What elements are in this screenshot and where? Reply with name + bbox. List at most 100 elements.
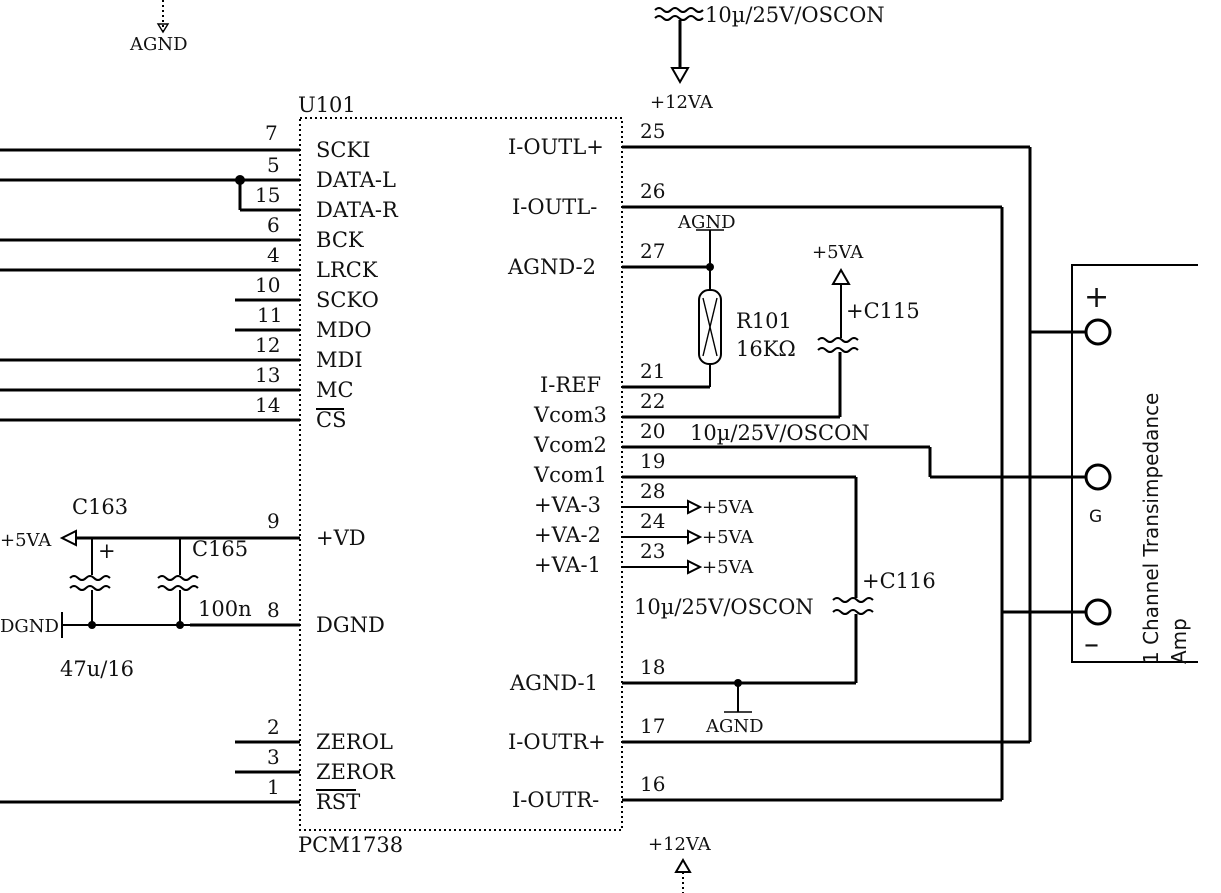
pin-num-20: 20 bbox=[640, 419, 665, 443]
c165-ref: C165 bbox=[192, 537, 248, 561]
pin-num-24: 24 bbox=[640, 509, 665, 533]
pin-name-agnd-2: AGND-2 bbox=[507, 255, 596, 279]
pin-num-2: 2 bbox=[267, 715, 280, 739]
pin-name-ioutl-minus: I-OUTL- bbox=[512, 195, 597, 219]
pin-num-19: 19 bbox=[640, 449, 665, 473]
pin-num-28: 28 bbox=[640, 479, 665, 503]
r101-value: 16KΩ bbox=[736, 337, 796, 361]
pin-name-agnd-1: AGND-1 bbox=[509, 671, 598, 695]
ic-ref: U101 bbox=[298, 93, 356, 117]
pin-name-vcom2: Vcom2 bbox=[533, 433, 607, 457]
pin-name-ioutl-plus: I-OUTL+ bbox=[508, 135, 604, 159]
pin-num-7: 7 bbox=[265, 121, 278, 145]
pin-num-12: 12 bbox=[255, 333, 280, 357]
pin-num-4: 4 bbox=[267, 243, 280, 267]
left-decoupling: +5VA C163 + C165 100n DGND 47u/16 bbox=[0, 495, 252, 681]
pin-num-10: 10 bbox=[255, 273, 280, 297]
pin-num-13: 13 bbox=[255, 363, 280, 387]
pin-num-18: 18 bbox=[640, 655, 665, 679]
c163-value: 47u/16 bbox=[60, 657, 134, 681]
right-pins: 25 I-OUTL+ 26 I-OUTL- 27 AGND-2 21 I-REF… bbox=[507, 119, 665, 812]
pin-name-scki: SCKI bbox=[316, 138, 370, 162]
pin-name-zeror: ZEROR bbox=[316, 760, 396, 784]
va-supply-3: +5VA bbox=[702, 557, 754, 578]
pin-name-data-l: DATA-L bbox=[316, 168, 396, 192]
pin-num-11: 11 bbox=[257, 303, 282, 327]
ic-body bbox=[299, 117, 623, 831]
left-gnd-label: DGND bbox=[0, 616, 59, 637]
capacitor-c116: +C116 10µ/25V/OSCON bbox=[634, 477, 936, 683]
pin-num-22: 22 bbox=[640, 389, 665, 413]
pin-num-8: 8 bbox=[267, 598, 280, 622]
capacitor-c115: +5VA +C115 bbox=[812, 242, 920, 417]
amp-g-terminal bbox=[1084, 463, 1112, 491]
top-capacitor: 10µ/25V/OSCON +12VA bbox=[650, 3, 885, 113]
bottom-supply: +12VA bbox=[648, 834, 712, 893]
amp-label-line1: 1 Channel Transimpedance bbox=[1139, 393, 1163, 664]
pin-num-15: 15 bbox=[255, 183, 280, 207]
c116-value: 10µ/25V/OSCON bbox=[634, 595, 814, 619]
top-cap-label: 10µ/25V/OSCON bbox=[705, 3, 885, 27]
va-supply-2: +5VA bbox=[702, 527, 754, 548]
top-supply-label: +12VA bbox=[650, 92, 714, 113]
pin-name-vd: +VD bbox=[316, 526, 366, 550]
vcom2-cap-label: 10µ/25V/OSCON bbox=[690, 421, 870, 445]
pin-num-6: 6 bbox=[267, 213, 280, 237]
amp-minus-terminal bbox=[1084, 598, 1112, 626]
pin-name-ioutr-minus: I-OUTR- bbox=[512, 788, 599, 812]
pin-num-25: 25 bbox=[640, 119, 665, 143]
pin-num-26: 26 bbox=[640, 179, 665, 203]
pin-name-lrck: LRCK bbox=[316, 258, 378, 282]
c115-supply: +5VA bbox=[812, 242, 864, 263]
c165-value: 100n bbox=[198, 597, 252, 621]
amp-plus-sign: + bbox=[1084, 280, 1109, 315]
pin-num-1: 1 bbox=[267, 775, 280, 799]
amp-plus-terminal bbox=[1084, 318, 1112, 346]
amp-g-label: G bbox=[1089, 507, 1102, 527]
pin-name-cs: CS bbox=[316, 408, 346, 432]
va-supply-1: +5VA bbox=[702, 497, 754, 518]
amp-wiring bbox=[928, 147, 1085, 800]
resistor-r101: AGND R101 16KΩ bbox=[677, 212, 796, 387]
pin-name-rst: RST bbox=[316, 790, 360, 814]
pin-name-va-2: +VA-2 bbox=[534, 523, 601, 547]
pin-name-zerol: ZEROL bbox=[316, 730, 393, 754]
top-left-agnd: AGND bbox=[129, 0, 188, 55]
c115-ref: +C115 bbox=[846, 299, 920, 323]
left-pin-wires bbox=[0, 148, 300, 804]
c116-ref: +C116 bbox=[862, 569, 936, 593]
pin-num-3: 3 bbox=[267, 745, 280, 769]
pin-name-data-r: DATA-R bbox=[316, 198, 399, 222]
pin-name-dgnd: DGND bbox=[316, 613, 385, 637]
pin-name-scko: SCKO bbox=[316, 288, 379, 312]
transimpedance-amp-block: + – G 1 Channel Transimpedance Amp bbox=[1071, 264, 1198, 664]
ic-part: PCM1738 bbox=[298, 833, 403, 857]
agnd-top-label: AGND bbox=[677, 212, 736, 233]
pin-num-21: 21 bbox=[640, 359, 665, 383]
pin-num-27: 27 bbox=[640, 239, 665, 263]
left-supply-label: +5VA bbox=[0, 530, 52, 551]
agnd-bottom: AGND bbox=[705, 679, 764, 737]
pin-name-bck: BCK bbox=[316, 228, 364, 252]
pin-num-17: 17 bbox=[640, 714, 665, 738]
pin-name-vcom3: Vcom3 bbox=[533, 403, 607, 427]
pin-name-mdo: MDO bbox=[316, 318, 372, 342]
bottom-supply-label: +12VA bbox=[648, 834, 712, 855]
c163-plus: + bbox=[98, 539, 116, 563]
amp-minus-sign: – bbox=[1084, 627, 1099, 662]
amp-label-line2: Amp bbox=[1167, 618, 1191, 664]
pin-name-mc: MC bbox=[316, 378, 354, 402]
c163-ref: C163 bbox=[72, 495, 128, 519]
pin-num-9: 9 bbox=[267, 509, 280, 533]
top-left-gnd-label: AGND bbox=[129, 34, 188, 55]
pin-name-va-1: +VA-1 bbox=[534, 553, 601, 577]
agnd-bottom-label: AGND bbox=[705, 716, 764, 737]
va-supply-arrows: +5VA +5VA +5VA bbox=[687, 497, 754, 578]
pin-name-iref: I-REF bbox=[540, 373, 601, 397]
pin-name-mdi: MDI bbox=[316, 348, 363, 372]
pin-num-23: 23 bbox=[640, 539, 665, 563]
pin-name-ioutr-plus: I-OUTR+ bbox=[508, 730, 606, 754]
pin-num-16: 16 bbox=[640, 772, 665, 796]
pin-name-vcom1: Vcom1 bbox=[533, 463, 607, 487]
